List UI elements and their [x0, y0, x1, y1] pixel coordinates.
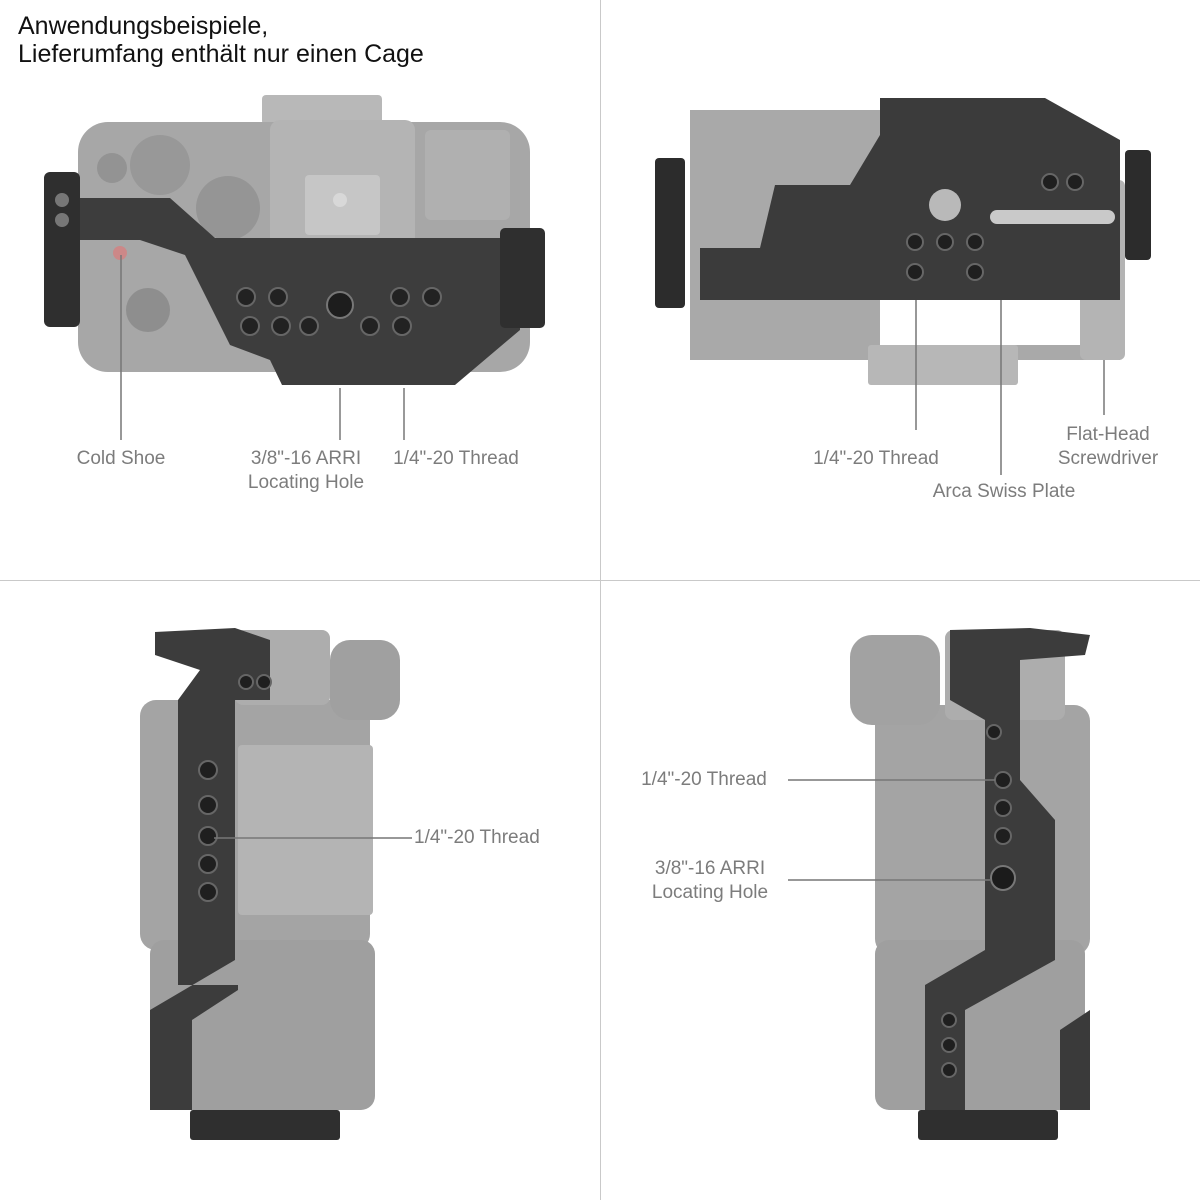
- cage-left-side-view: [150, 628, 340, 1140]
- label-arri-line-2: Locating Hole: [247, 472, 365, 493]
- vertical-divider: [600, 0, 601, 1200]
- label-arri-br-line-2: Locating Hole: [651, 882, 769, 903]
- label-flat-head-screwdriver: Flat-Head Screwdriver: [1048, 423, 1168, 471]
- callout-lines-top-left: [120, 255, 405, 440]
- cage-right-side-view: [918, 628, 1090, 1140]
- label-thread-top-left: 1/4"-20 Thread: [393, 448, 519, 469]
- label-arca-swiss-plate: Arca Swiss Plate: [932, 481, 1076, 502]
- callout-lines-bottom-right: [788, 779, 995, 881]
- callout-lines-top-right: [915, 300, 1105, 475]
- cage-side-view: [655, 98, 1151, 308]
- cage-top-view: [44, 172, 545, 385]
- label-thread-top-right: 1/4"-20 Thread: [813, 448, 939, 469]
- label-arri-line-1: 3/8"-16 ARRI: [250, 448, 362, 469]
- label-cold-shoe: Cold Shoe: [76, 448, 166, 469]
- label-arri-br-line-1: 3/8"-16 ARRI: [654, 858, 766, 879]
- header-line-1: Anwendungsbeispiele,: [18, 12, 269, 40]
- label-arri-locating-hole-bottom: 3/8"-16 ARRI Locating Hole: [640, 857, 780, 905]
- label-flat-head-line-1: Flat-Head: [1066, 424, 1150, 445]
- label-arri-locating-hole-top: 3/8"-16 ARRI Locating Hole: [236, 447, 376, 495]
- header-caption: Anwendungsbeispiele, Lieferumfang enthäl…: [18, 12, 424, 68]
- header-line-2: Lieferumfang enthält nur einen Cage: [18, 40, 424, 68]
- label-thread-bottom-right: 1/4"-20 Thread: [641, 769, 767, 790]
- label-thread-bottom-left: 1/4"-20 Thread: [414, 827, 540, 848]
- label-flat-head-line-2: Screwdriver: [1057, 448, 1159, 469]
- horizontal-divider: [0, 580, 1200, 581]
